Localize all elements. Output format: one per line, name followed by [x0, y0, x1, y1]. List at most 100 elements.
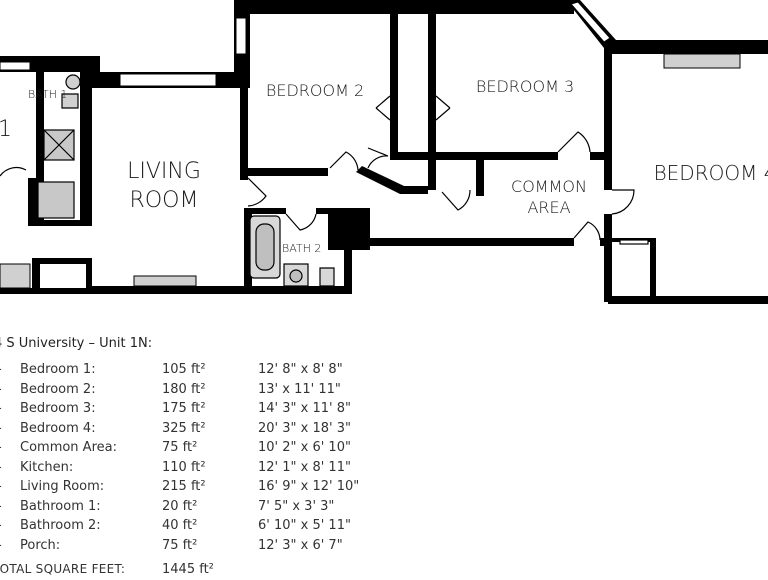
legend-row: - Common Area: 75 ft² 10' 2" x 6' 10" — [0, 440, 768, 459]
wall — [604, 48, 612, 190]
legend-room-name: Bathroom 2: — [20, 518, 101, 533]
wall — [86, 258, 92, 294]
legend-bullet: - — [0, 499, 2, 514]
legend-room-name: Bedroom 2: — [20, 381, 96, 397]
door-swing — [329, 151, 359, 171]
window — [133, 275, 197, 287]
legend-row: - Bathroom 1: 20 ft² 7' 5" x 3' 3" — [0, 499, 768, 518]
legend-row: - Bedroom 1: 105 ft² 12' 8" x 8' 8" — [0, 362, 768, 381]
wall — [398, 152, 558, 160]
windows — [0, 1, 741, 289]
legend-room-area: 75 ft² — [162, 537, 198, 553]
legend-bullet: - — [0, 518, 2, 533]
wall — [36, 72, 44, 178]
wall — [248, 168, 328, 176]
legend-room-name: Porch: — [20, 537, 61, 553]
doors — [0, 95, 649, 245]
door-swing — [285, 213, 317, 231]
legend-room-dims: 12' 3" x 6' 7" — [258, 537, 343, 553]
window — [235, 17, 247, 55]
legend-bullet: - — [0, 401, 2, 416]
wall — [604, 40, 768, 54]
legend-row: - Bedroom 2: 180 ft² 13' x 11' 11" — [0, 382, 768, 401]
wall — [28, 220, 92, 226]
legend-total-value: 1445 ft² — [162, 562, 214, 577]
legend-room-name: Bedroom 3: — [20, 401, 96, 416]
wall — [476, 160, 484, 196]
legend-room-name: Bedroom 1: — [20, 362, 96, 377]
sink-fixture — [65, 74, 81, 90]
door-swing — [557, 131, 591, 153]
toilet-fixture — [61, 93, 79, 109]
door-swing — [375, 95, 451, 109]
label-common-area-line2: AREA — [527, 198, 570, 217]
window — [0, 61, 31, 71]
wall — [390, 14, 398, 160]
label-bedroom1-partial: 1 — [0, 117, 12, 142]
legend-row: - Bedroom 4: 325 ft² 20' 3" x 18' 3" — [0, 421, 768, 440]
wall — [36, 258, 92, 264]
wall — [80, 72, 92, 222]
legend-room-dims: 12' 1" x 8' 11" — [258, 459, 351, 475]
legend-bullet: - — [0, 460, 2, 475]
wall — [92, 286, 352, 294]
door-swing — [0, 166, 27, 177]
wall — [36, 56, 100, 72]
legend-row: - Bathroom 2: 40 ft² 6' 10" x 5' 11" — [0, 518, 768, 537]
legend-bullet: - — [0, 421, 2, 436]
legend-row: - Porch: 75 ft² 12' 3" x 6' 7" — [0, 538, 768, 557]
room-labels: BATH 1 1 LIVING ROOM BEDROOM 2 BEDROOM 3… — [0, 77, 768, 255]
legend-room-dims: 6' 10" x 5' 11" — [258, 518, 351, 533]
door-swing — [573, 221, 601, 241]
wall — [428, 14, 436, 190]
window — [663, 53, 741, 69]
door-swing — [375, 107, 451, 121]
door-swing — [247, 177, 267, 207]
wall — [344, 236, 352, 292]
wall — [356, 166, 428, 194]
wall — [244, 208, 252, 292]
wall — [604, 214, 612, 302]
legend-room-dims: 16' 9" x 12' 10" — [258, 479, 360, 494]
legend-room-name: Common Area: — [20, 440, 117, 455]
label-living-room-line1: LIVING — [127, 159, 201, 184]
window — [570, 1, 611, 43]
walls — [0, 0, 768, 304]
legend-room-area: 105 ft² — [162, 362, 206, 377]
legend-room-area: 215 ft² — [162, 479, 206, 494]
label-bath1: BATH 1 — [28, 88, 67, 101]
wall — [244, 208, 286, 214]
label-bedroom2: BEDROOM 2 — [266, 81, 364, 100]
fixtures — [37, 74, 335, 287]
floor-plan: BATH 1 1 LIVING ROOM BEDROOM 2 BEDROOM 3… — [0, 0, 768, 304]
door-swing — [619, 239, 649, 245]
legend-total-label: TOTAL SQUARE FEET: — [0, 562, 126, 576]
legend-room-name: Living Room: — [20, 479, 105, 494]
legend-room-area: 75 ft² — [162, 440, 198, 455]
door-swing — [367, 147, 389, 169]
legend-row: - Kitchen: 110 ft² 12' 1" x 8' 11" — [0, 460, 768, 479]
label-living-room-line2: ROOM — [130, 188, 199, 213]
label-bedroom3: BEDROOM 3 — [476, 77, 574, 96]
legend-room-area: 110 ft² — [162, 459, 206, 475]
legend-room-dims: 20' 3" x 18' 3" — [258, 420, 351, 436]
door-swing — [441, 189, 471, 211]
legend-room-dims: 12' 8" x 8' 8" — [258, 362, 343, 377]
legend-bullet: - — [0, 362, 2, 377]
wall — [0, 56, 40, 62]
sink-fixture — [289, 269, 303, 283]
legend-bullet: - — [0, 440, 2, 455]
wall — [234, 0, 574, 14]
label-bedroom4: BEDROOM 4 — [654, 161, 768, 185]
legend-room-dims: 14' 3" x 11' 8" — [258, 401, 351, 416]
legend-room-area: 175 ft² — [162, 401, 206, 416]
legend-bullet: - — [0, 538, 2, 553]
appliance-fixture — [37, 181, 75, 219]
window — [0, 263, 31, 289]
legend-room-dims: 10' 2" x 6' 10" — [258, 440, 351, 455]
wall — [316, 208, 328, 214]
legend-title: 4 S University – Unit 1N: — [0, 336, 153, 351]
legend-bullet: - — [0, 479, 2, 494]
toilet-fixture — [319, 267, 335, 287]
legend-total-row: TOTAL SQUARE FEET: 1445 ft² — [0, 562, 692, 580]
